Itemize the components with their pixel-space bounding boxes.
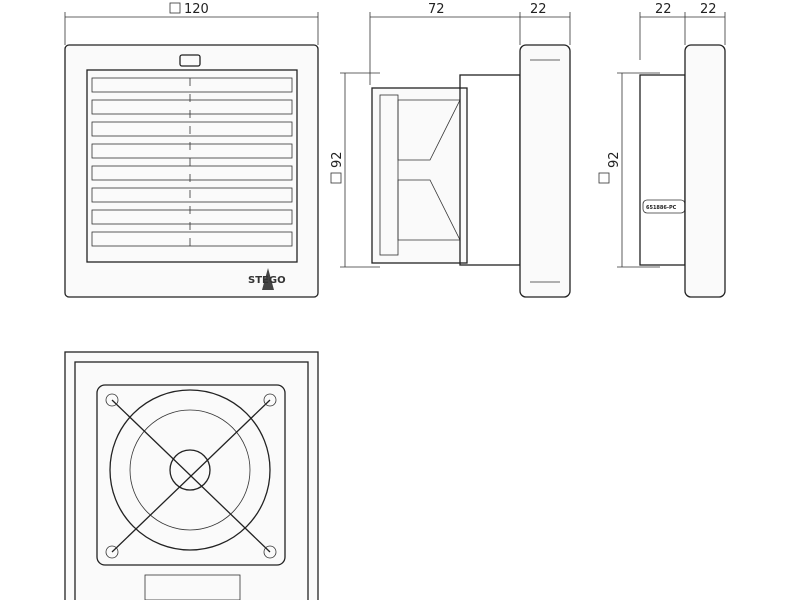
fan-hub [169,449,211,491]
front-view: 120 STEGO [64,2,319,298]
fan-frame [96,384,286,566]
end-height-dimension: 92 [607,151,622,168]
fan-ring [109,389,271,551]
depth-dimension: 72 [428,2,445,17]
square-symbol-icon [169,2,181,14]
height-dimension: 92 [330,151,345,168]
width-dimension: 120 [184,2,209,17]
cover-depth-dimension: 22 [530,2,547,17]
release-handle [179,54,201,67]
end-view: 22 22 92 651886-PC [598,2,726,298]
rear-view [64,351,319,600]
side-cover [519,44,571,298]
depth-right-dimension: 22 [700,2,717,17]
side-view: 72 22 92 [330,2,571,298]
stego-logo: STEGO [248,275,286,286]
front-cover [64,44,319,298]
stego-logo-icon [262,268,274,290]
part-label: 651886-PC [646,205,677,211]
depth-left-dimension: 22 [655,2,672,17]
end-cover [684,44,726,298]
louvers [91,77,293,247]
